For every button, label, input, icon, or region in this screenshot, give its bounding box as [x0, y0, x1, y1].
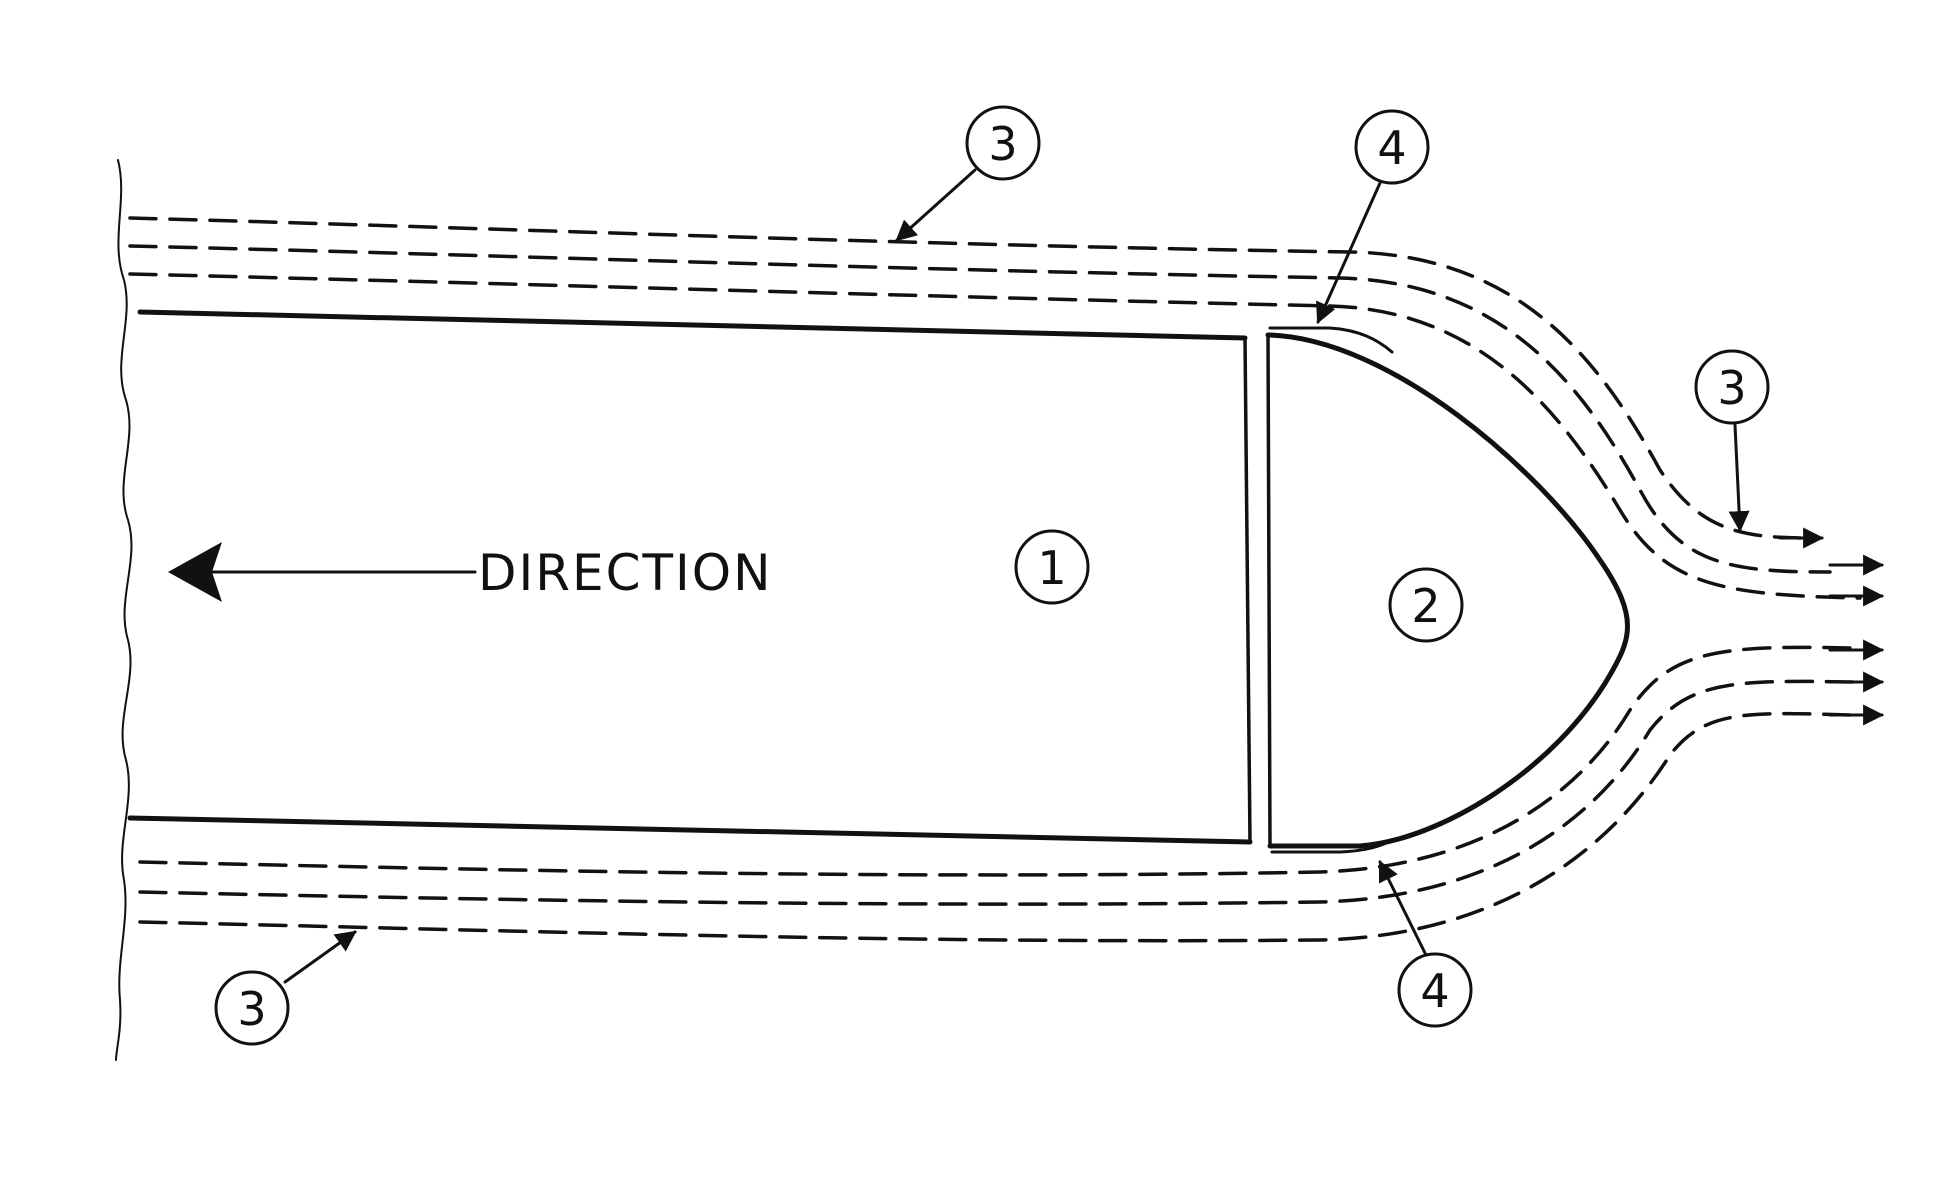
callout-3-top-label: 3 [988, 117, 1017, 171]
body-seam-line-right [1268, 335, 1270, 846]
callout-3-exit: 3 [1696, 351, 1768, 530]
callout-3-top: 3 [897, 107, 1039, 240]
direction-indicator: DIRECTION [168, 542, 773, 602]
flow-lines-top [130, 218, 1860, 598]
leader-arrow-icon [285, 932, 355, 982]
callout-2-label: 2 [1411, 579, 1440, 633]
callout-1: 1 [1016, 531, 1088, 603]
flow-exit-arrowheads [1780, 538, 1882, 715]
leader-arrow-icon [1735, 425, 1740, 530]
callout-4-top-label: 4 [1377, 121, 1406, 175]
callout-3-exit-label: 3 [1717, 361, 1746, 415]
leader-arrow-icon [1380, 862, 1425, 953]
callout-4-bottom: 4 [1380, 862, 1471, 1026]
body-top-edge [140, 312, 1245, 338]
callout-4-top: 4 [1318, 111, 1428, 322]
callout-3-bottom-label: 3 [237, 982, 266, 1036]
body-seam-line-left [1245, 338, 1250, 842]
nose [1268, 328, 1628, 852]
body-bottom-edge [130, 818, 1250, 842]
left-break-edge [116, 160, 131, 1060]
callout-3-bottom: 3 [216, 932, 355, 1044]
callout-4-bottom-label: 4 [1420, 964, 1449, 1018]
callout-1-label: 1 [1037, 541, 1066, 595]
nose-outline [1268, 335, 1628, 846]
leader-arrow-icon [897, 170, 975, 240]
direction-label: DIRECTION [478, 544, 773, 602]
callout-2: 2 [1390, 569, 1462, 641]
